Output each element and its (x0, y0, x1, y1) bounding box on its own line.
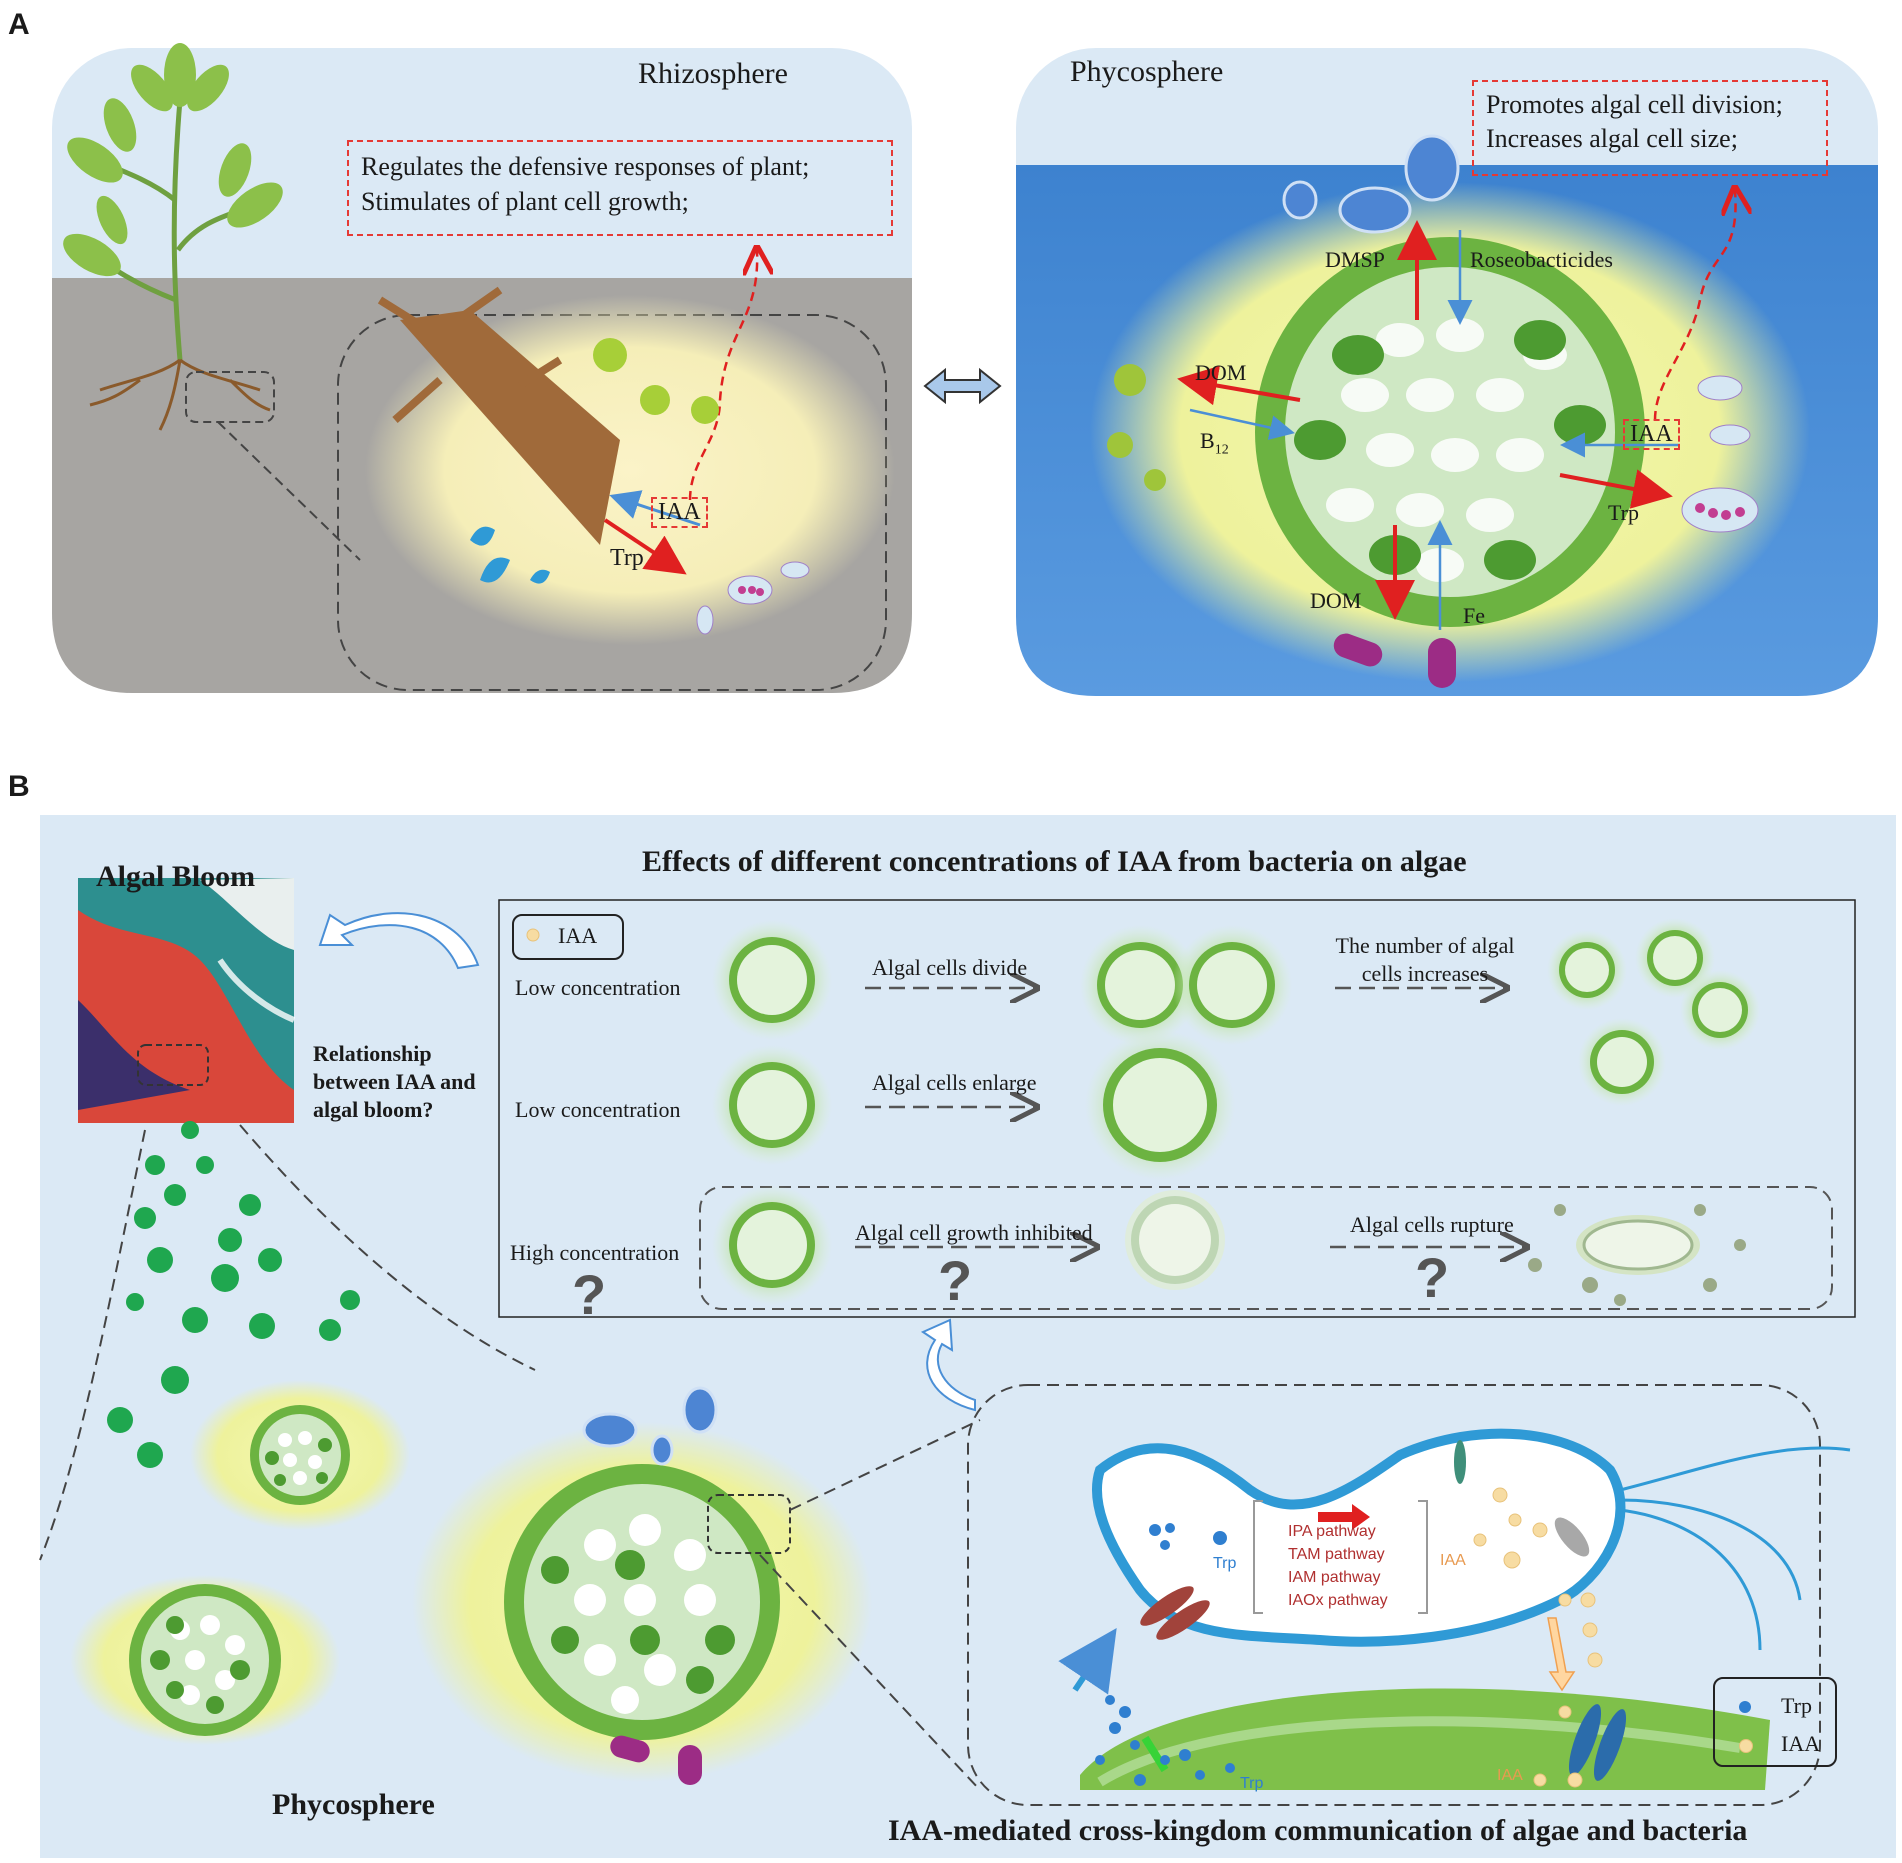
algal-bloom-photo (78, 878, 296, 1123)
pathway-list: IPA pathway TAM pathway IAM pathway IAOx… (1288, 1523, 1388, 1609)
panel-a-letter: A (8, 8, 30, 41)
rhizosphere-effects-box: Regulates the defensive responses of pla… (347, 140, 893, 236)
fe-label: Fe (1463, 603, 1485, 628)
bacterium-zoom (967, 1384, 1851, 1806)
trp-legend-label: Trp (1781, 1693, 1812, 1718)
phycosphere-effect-1: Promotes algal cell division; (1486, 90, 1783, 119)
high-concentration-box (699, 1186, 1833, 1310)
phyco-bottom-rods (1333, 633, 1456, 688)
trp-legend-dot (1739, 1701, 1751, 1713)
curved-arrow-to-photo (318, 912, 480, 970)
row1-concentration: Low concentration (515, 975, 681, 1000)
phycosphere-label: Phycosphere (272, 1788, 435, 1821)
rhizo-blue-bacteria (470, 526, 550, 584)
pathway-left-bracket (1253, 1500, 1263, 1614)
root-zoom-box (185, 371, 275, 423)
row2-step1: Algal cells enlarge (872, 1070, 1037, 1095)
rhizosphere-iaa-label: IAA (651, 497, 708, 528)
rhizosphere-effect-1: Regulates the defensive responses of pla… (361, 152, 810, 181)
iaa-legend: IAA (512, 914, 624, 960)
dom-bottom-label: DOM (1310, 588, 1362, 613)
pathway-right-bracket (1418, 1500, 1428, 1614)
phyco-left-algae (1107, 364, 1166, 491)
phycosphere-effect-2: Increases algal cell size; (1486, 124, 1738, 153)
phycosphere-panel (1016, 48, 1878, 696)
trp-inside-label: Trp (1213, 1555, 1237, 1572)
iaa-legend-label: IAA (1781, 1731, 1821, 1756)
relationship-question: Relationship between IAA and algal bloom… (313, 1041, 476, 1122)
plant-roots (89, 358, 271, 431)
rhizosphere-trp-label: Trp (610, 545, 644, 571)
question-mark-2: ? (938, 1249, 973, 1312)
phyco-top-bacteria (1282, 134, 1460, 234)
roseobacticides-label: Roseobacticides (1470, 247, 1613, 272)
iaa-to-root-arrow (609, 490, 701, 527)
row3-step1: Algal cell growth inhibited (855, 1220, 1093, 1245)
iaa-legend-dot (1739, 1739, 1753, 1753)
rhizo-green-algae (593, 338, 719, 424)
iaa-inside-label: IAA (1440, 1552, 1466, 1569)
panel-b-letter: B (8, 770, 30, 803)
row2-concentration: Low concentration (515, 1097, 681, 1122)
large-phycosphere (412, 1386, 981, 1791)
communication-title: IAA-mediated cross-kingdom communication… (888, 1814, 1748, 1847)
algal-bloom-title: Algal Bloom (96, 860, 256, 893)
effects-title: Effects of different concentrations of I… (642, 845, 1467, 878)
phyco-right-bacteria (1681, 375, 1759, 533)
iaa-bottom-label: IAA (1497, 1767, 1523, 1784)
row3-concentration: High concentration (510, 1240, 680, 1265)
root-illustration (377, 286, 620, 545)
question-mark-3: ? (1415, 1246, 1450, 1309)
question-mark-1: ? (572, 1263, 607, 1326)
phycosphere-iaa-label: IAA (1623, 419, 1680, 450)
panel-b-background (39, 815, 1896, 1858)
trp-iaa-legend: Trp IAA (1713, 1677, 1837, 1767)
small-phycosphere-1 (190, 1380, 410, 1530)
rhizosphere-panel (52, 43, 912, 693)
dom-left-label: DOM (1195, 360, 1247, 385)
row3-step2: Algal cells rupture (1350, 1212, 1514, 1237)
small-phycosphere-2 (70, 1575, 340, 1745)
phycosphere-effects-box: Promotes algal cell division; Increases … (1472, 80, 1828, 176)
trp-to-bacteria-arrow (603, 518, 687, 575)
trp-bottom-label: Trp (1240, 1775, 1264, 1792)
phycosphere-trp-label: Trp (1608, 500, 1639, 525)
rhizosphere-title: Rhizosphere (638, 57, 788, 90)
phyco-algal-cell (1255, 237, 1645, 627)
curved-arrow-to-effects (920, 1318, 976, 1412)
b12-label: B12 (1200, 428, 1229, 458)
row1-step2: The number of algal cells increases (1335, 933, 1515, 986)
rhizo-pink-bacteria (696, 561, 810, 635)
phycosphere-title: Phycosphere (1070, 55, 1224, 88)
effects-panel-border (498, 899, 1856, 1318)
dmsp-label: DMSP (1325, 247, 1385, 272)
rhizosphere-effect-2: Stimulates of plant cell growth; (361, 187, 689, 216)
row1-step1: Algal cells divide (872, 955, 1028, 980)
plant-leaves (63, 43, 283, 277)
double-arrow (923, 367, 1002, 405)
effect-cells (712, 918, 1760, 1306)
